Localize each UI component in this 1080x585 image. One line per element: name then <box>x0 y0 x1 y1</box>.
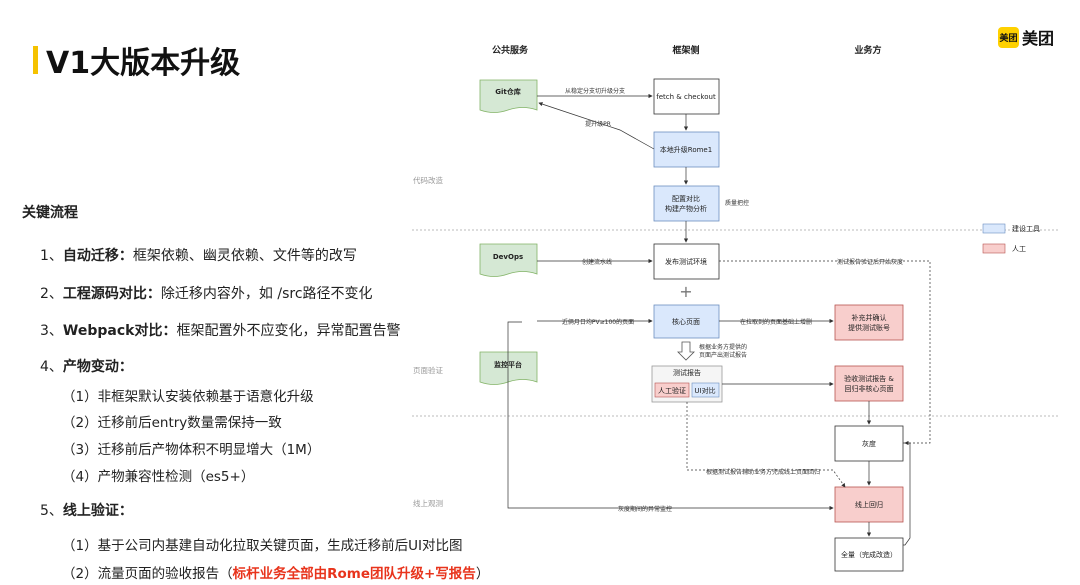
edge-label-report-note-2: 页面产出测试报告 <box>699 351 747 359</box>
logo-text: 美团 <box>1022 29 1055 48</box>
git-repo-label: Git仓库 <box>495 87 521 96</box>
sub-item: （4）产物兼容性检测（es5+） <box>62 469 255 485</box>
header-business: 业务方 <box>854 44 881 56</box>
legend-tool-label: 建设工具 <box>1012 224 1040 233</box>
header-framework: 框架侧 <box>672 44 699 56</box>
item-text: 框架配置外不应变化，异常配置告警 <box>176 323 401 339</box>
core-pages-label: 核心页面 <box>672 317 700 326</box>
edge-label-quality: 质量把控 <box>725 199 749 207</box>
section-heading: 关键流程 <box>22 205 78 221</box>
legend-human-label: 人工 <box>1012 245 1026 253</box>
supplement-label-1: 补充并确认 <box>852 313 887 322</box>
item-key: 自动迁移： <box>62 248 133 264</box>
test-report-label: 测试报告 <box>673 368 701 377</box>
upgrade-node <box>653 131 720 168</box>
full-label: 全量（完成改造） <box>841 550 897 559</box>
edge-pr <box>538 102 655 150</box>
highlight-text: 标杆业务全部由Rome团队升级+写报告 <box>232 566 476 582</box>
accept-label-1: 验收测试报告 & <box>844 374 894 383</box>
edge-label-gray-monitor: 灰度期间的异常监控 <box>618 505 672 513</box>
list-item: 5、线上验证： <box>40 500 133 520</box>
sub-item: （2）流量页面的验收报告（标杆业务全部由Rome团队升级+写报告） <box>62 562 489 582</box>
supplement-node <box>834 304 904 341</box>
core-pages-node <box>653 304 720 339</box>
item-number: 2、 <box>40 286 63 302</box>
item-text: 框架依赖、幽灵依赖、文件等的改写 <box>132 248 357 264</box>
ui-compare-label: UI对比 <box>694 386 715 395</box>
devops-node <box>479 243 538 277</box>
item-key: 工程源码对比： <box>62 286 161 302</box>
sub-item: （3）迁移前后产物体积不明显增大（1M） <box>62 442 321 458</box>
edge-gray-side <box>903 442 911 546</box>
title-accent-bar <box>33 46 38 74</box>
item-key: 线上验证： <box>62 503 133 519</box>
header-public: 公共服务 <box>492 44 529 56</box>
logo-mark: 美团 <box>998 26 1019 48</box>
config-label-1: 配置对比 <box>672 194 700 203</box>
list-item: 4、产物变动： <box>40 356 133 376</box>
devops-label: DevOps <box>493 253 523 261</box>
sub-item-tail: ） <box>475 566 490 582</box>
section-online: 线上观测 <box>413 498 443 508</box>
gray-label: 灰度 <box>862 439 876 448</box>
edge-label-assist: 根据测试报告辅助业务方完成线上页面回归 <box>706 468 820 476</box>
full-node <box>834 537 904 572</box>
git-repo-node <box>479 79 538 113</box>
section-code: 代码改造 <box>413 175 443 185</box>
gray-node <box>834 425 904 462</box>
sub-item: （2）迁移前后entry数量需保持一致 <box>62 415 282 431</box>
page-title: V1大版本升级 <box>46 46 241 81</box>
list-item: 1、自动迁移：框架依赖、幽灵依赖、文件等的改写 <box>40 245 357 265</box>
edge-label-report-gray: 测试报告验证后开始灰度 <box>837 258 903 266</box>
plus-sign: + <box>679 282 692 301</box>
edge-label-pv: 近俩月日均PV≥100的页面 <box>562 318 634 326</box>
legend-tool-swatch <box>982 223 1006 234</box>
sub-item-text: （2）流量页面的验收报告（ <box>62 566 233 582</box>
item-number: 3、 <box>40 323 63 339</box>
edge-label-add-pages: 在拉取到的页面基础上增删 <box>740 318 812 326</box>
edge-assist <box>686 402 846 488</box>
edge-label-report-note-1: 根据业务方提供的 <box>699 343 747 351</box>
legend-human-swatch <box>982 243 1006 254</box>
list-item: 3、Webpack对比：框架配置外不应变化，异常配置告警 <box>40 320 400 340</box>
edge-gray-monitor <box>507 321 834 511</box>
edge-report-gray <box>719 260 931 446</box>
config-node <box>653 185 720 222</box>
manual-check-node <box>654 382 690 398</box>
item-text: 除迁移内容外，如 /src路径不变化 <box>160 286 373 302</box>
sub-item: （1）基于公司内基建自动化拉取关键页面，生成迁移前后UI对比图 <box>62 538 463 554</box>
edge-label-pipeline: 创建流水线 <box>582 258 612 266</box>
meituan-logo: 美团 美团 <box>998 26 1054 48</box>
key-process-panel: 关键流程 1、自动迁移：框架依赖、幽灵依赖、文件等的改写 2、工程源码对比：除迁… <box>0 0 520 585</box>
item-key: Webpack对比： <box>62 323 177 339</box>
item-number: 4、 <box>40 359 63 375</box>
publish-label: 发布测试环境 <box>665 257 707 266</box>
edge-label-pr: 提升级PR <box>585 120 611 128</box>
fetch-label: fetch & checkout <box>656 93 716 101</box>
manual-check-label: 人工验证 <box>658 386 686 395</box>
sub-item: （1）非框架默认安装依赖基于语意化升级 <box>62 389 314 405</box>
edge-label-stable: 从稳定分支切升级分支 <box>565 87 625 95</box>
item-key: 产物变动： <box>62 359 133 375</box>
item-number: 5、 <box>40 503 63 519</box>
list-item: 2、工程源码对比：除迁移内容外，如 /src路径不变化 <box>40 283 373 303</box>
section-page: 页面验证 <box>413 365 443 375</box>
hollow-arrow <box>677 341 695 361</box>
upgrade-label: 本地升级Rome1 <box>660 145 712 154</box>
accept-label-2: 回归非核心页面 <box>845 384 894 393</box>
publish-node <box>653 243 720 280</box>
supplement-label-2: 提供测试账号 <box>848 323 890 332</box>
item-number: 1、 <box>40 248 63 264</box>
fetch-node <box>653 78 720 115</box>
config-label-2: 构建产物分析 <box>665 204 707 213</box>
rollback-label: 线上回归 <box>855 500 883 509</box>
ui-compare-node <box>691 382 720 398</box>
accept-node <box>834 365 904 402</box>
